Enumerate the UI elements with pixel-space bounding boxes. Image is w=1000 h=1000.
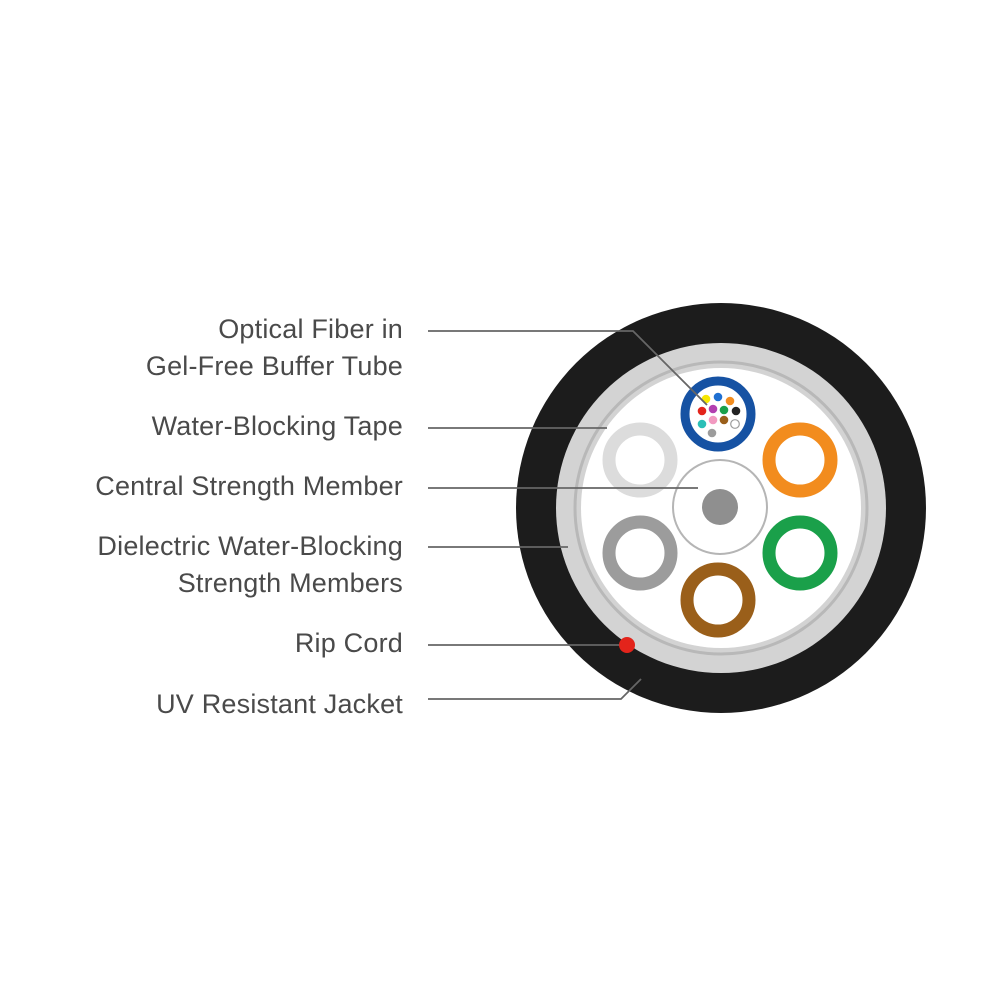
fiber-11 <box>730 419 740 429</box>
label-rip-cord: Rip Cord <box>13 625 403 662</box>
fiber-12 <box>707 428 717 438</box>
central-strength-member-core <box>702 489 738 525</box>
label-uv-jacket: UV Resistant Jacket <box>13 686 403 723</box>
label-optical-fiber-line2: Gel-Free Buffer Tube <box>145 351 403 381</box>
fiber-10 <box>719 415 729 425</box>
label-central-strength-member-text: Central Strength Member <box>95 471 403 501</box>
label-water-blocking-tape-text: Water-Blocking Tape <box>151 411 403 441</box>
buffer-tube <box>680 376 756 452</box>
label-water-blocking-tape: Water-Blocking Tape <box>13 408 403 445</box>
label-central-strength-member: Central Strength Member <box>13 468 403 505</box>
fiber-7 <box>731 406 741 416</box>
strength-member-gray <box>602 515 678 591</box>
fiber-9 <box>708 415 718 425</box>
leader-uv-jacket <box>428 678 642 700</box>
label-dielectric-members-line1: Dielectric Water-Blocking <box>97 531 403 561</box>
fiber-5 <box>708 404 718 414</box>
strength-member-white <box>602 422 678 498</box>
label-optical-fiber: Optical Fiber in Gel-Free Buffer Tube <box>13 311 403 385</box>
leader-lines <box>428 330 708 700</box>
fiber-3 <box>725 396 735 406</box>
label-dielectric-members-line2: Strength Members <box>177 568 403 598</box>
strength-member-orange <box>762 422 838 498</box>
fiber-8 <box>697 419 707 429</box>
fiber-6 <box>719 405 729 415</box>
label-rip-cord-text: Rip Cord <box>294 628 403 658</box>
leader-optical-fiber <box>428 330 708 406</box>
tape-inner-line <box>573 360 869 656</box>
fiber-4 <box>697 406 707 416</box>
label-optical-fiber-line1: Optical Fiber in <box>218 314 403 344</box>
label-dielectric-members: Dielectric Water-Blocking Strength Membe… <box>13 528 403 602</box>
strength-member-green <box>762 515 838 591</box>
label-uv-jacket-text: UV Resistant Jacket <box>156 689 403 719</box>
fiber-2 <box>713 392 723 402</box>
strength-member-brown <box>680 562 756 638</box>
rip-cord <box>619 637 635 653</box>
